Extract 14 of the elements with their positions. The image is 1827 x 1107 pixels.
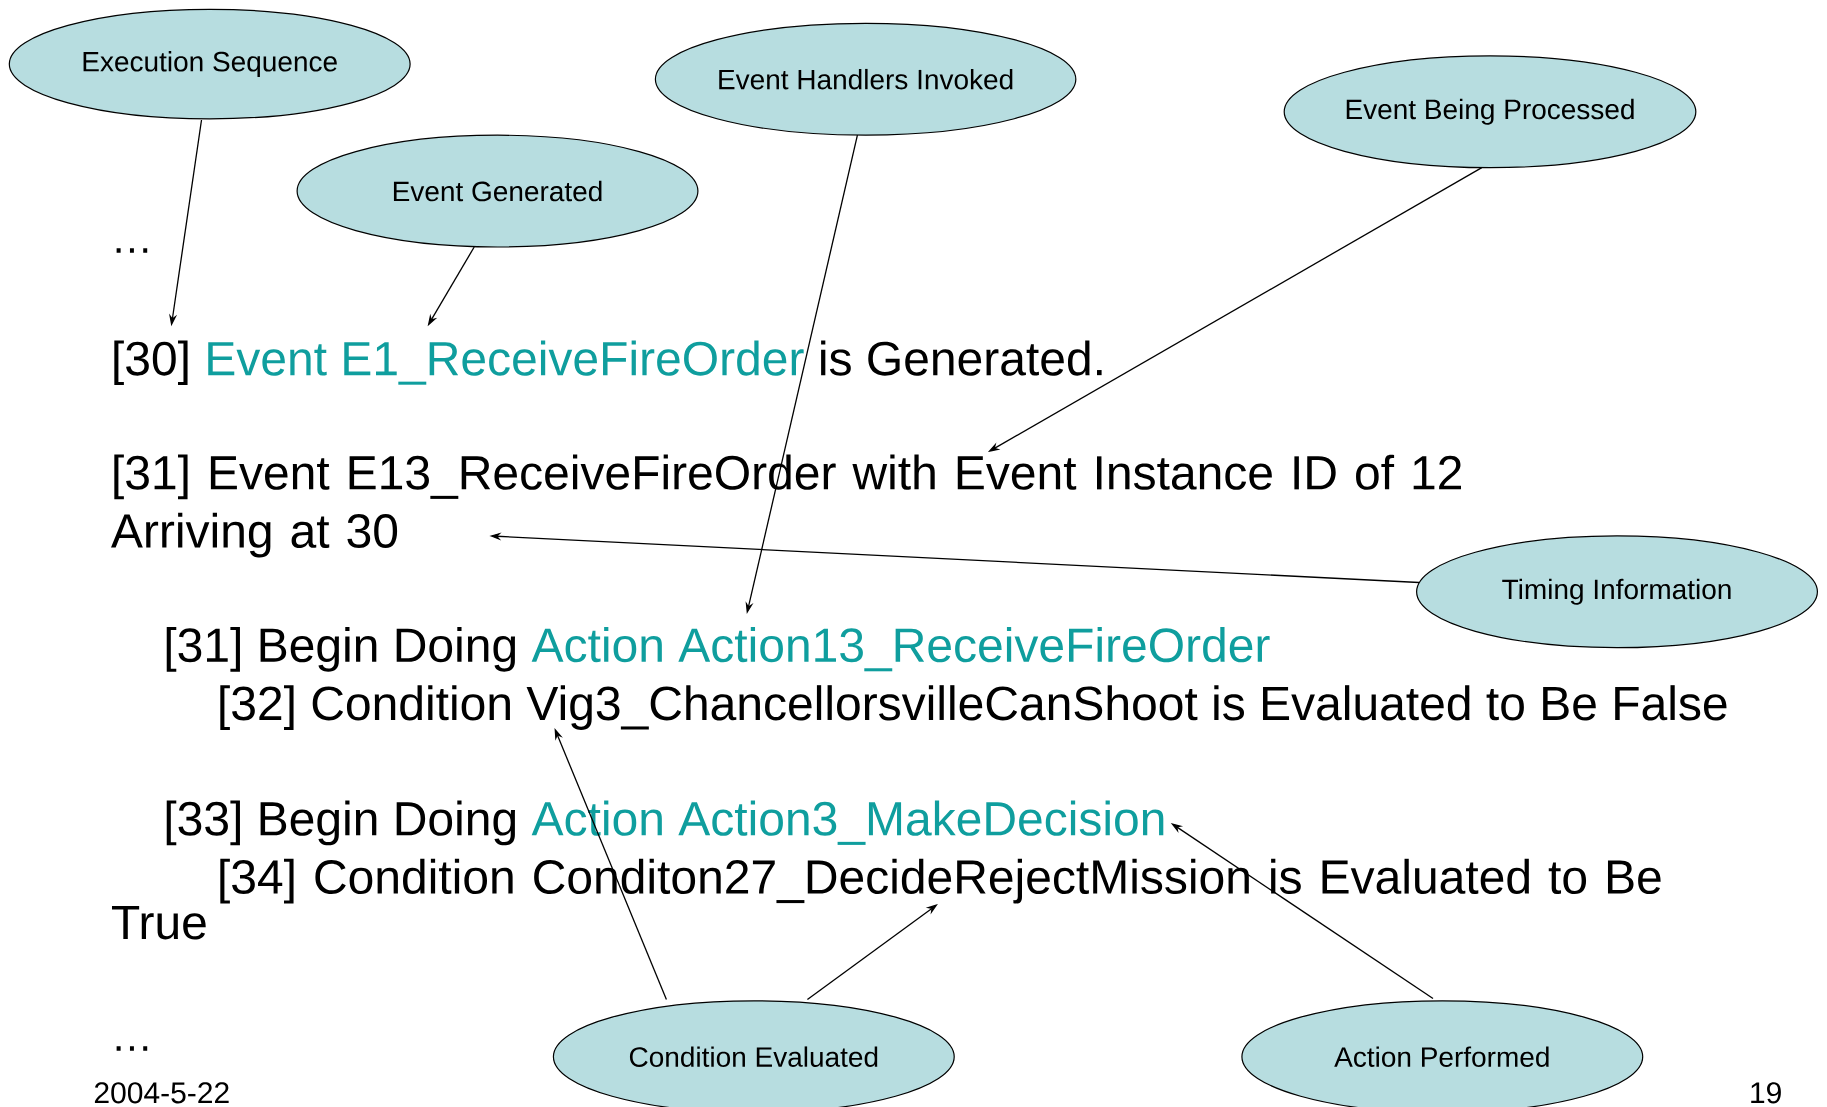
log-line: [32] Condition Vig3_ChancellorsvilleCanShoot is Evaluated to Be False — [220, 685, 1727, 730]
ellipse-callout: Execution Sequence — [8, 8, 411, 120]
ellipse-callout: Event Handlers Invoked — [654, 22, 1077, 136]
date-label: 2004-5-22 — [94, 1082, 229, 1104]
ellipse-callout: Action Performed — [1241, 1000, 1644, 1107]
log-line: [30] Event E1_ReceiveFireOrder is Generated. — [114, 340, 1102, 386]
log-line: [31] Begin Doing Action Action13_ReceiveFireOrder — [166, 627, 1270, 672]
ellipsis-mark: … — [116, 1046, 148, 1051]
page-number: 19 — [1751, 1082, 1781, 1104]
ellipse-callout: Condition Evaluated — [552, 1000, 955, 1107]
ellipsis-mark: … — [116, 248, 148, 253]
ellipse-callout: Event Generated — [296, 134, 699, 248]
ellipse-callout: Event Being Processed — [1283, 55, 1697, 169]
ellipse-callout: Timing Information — [1416, 535, 1818, 649]
